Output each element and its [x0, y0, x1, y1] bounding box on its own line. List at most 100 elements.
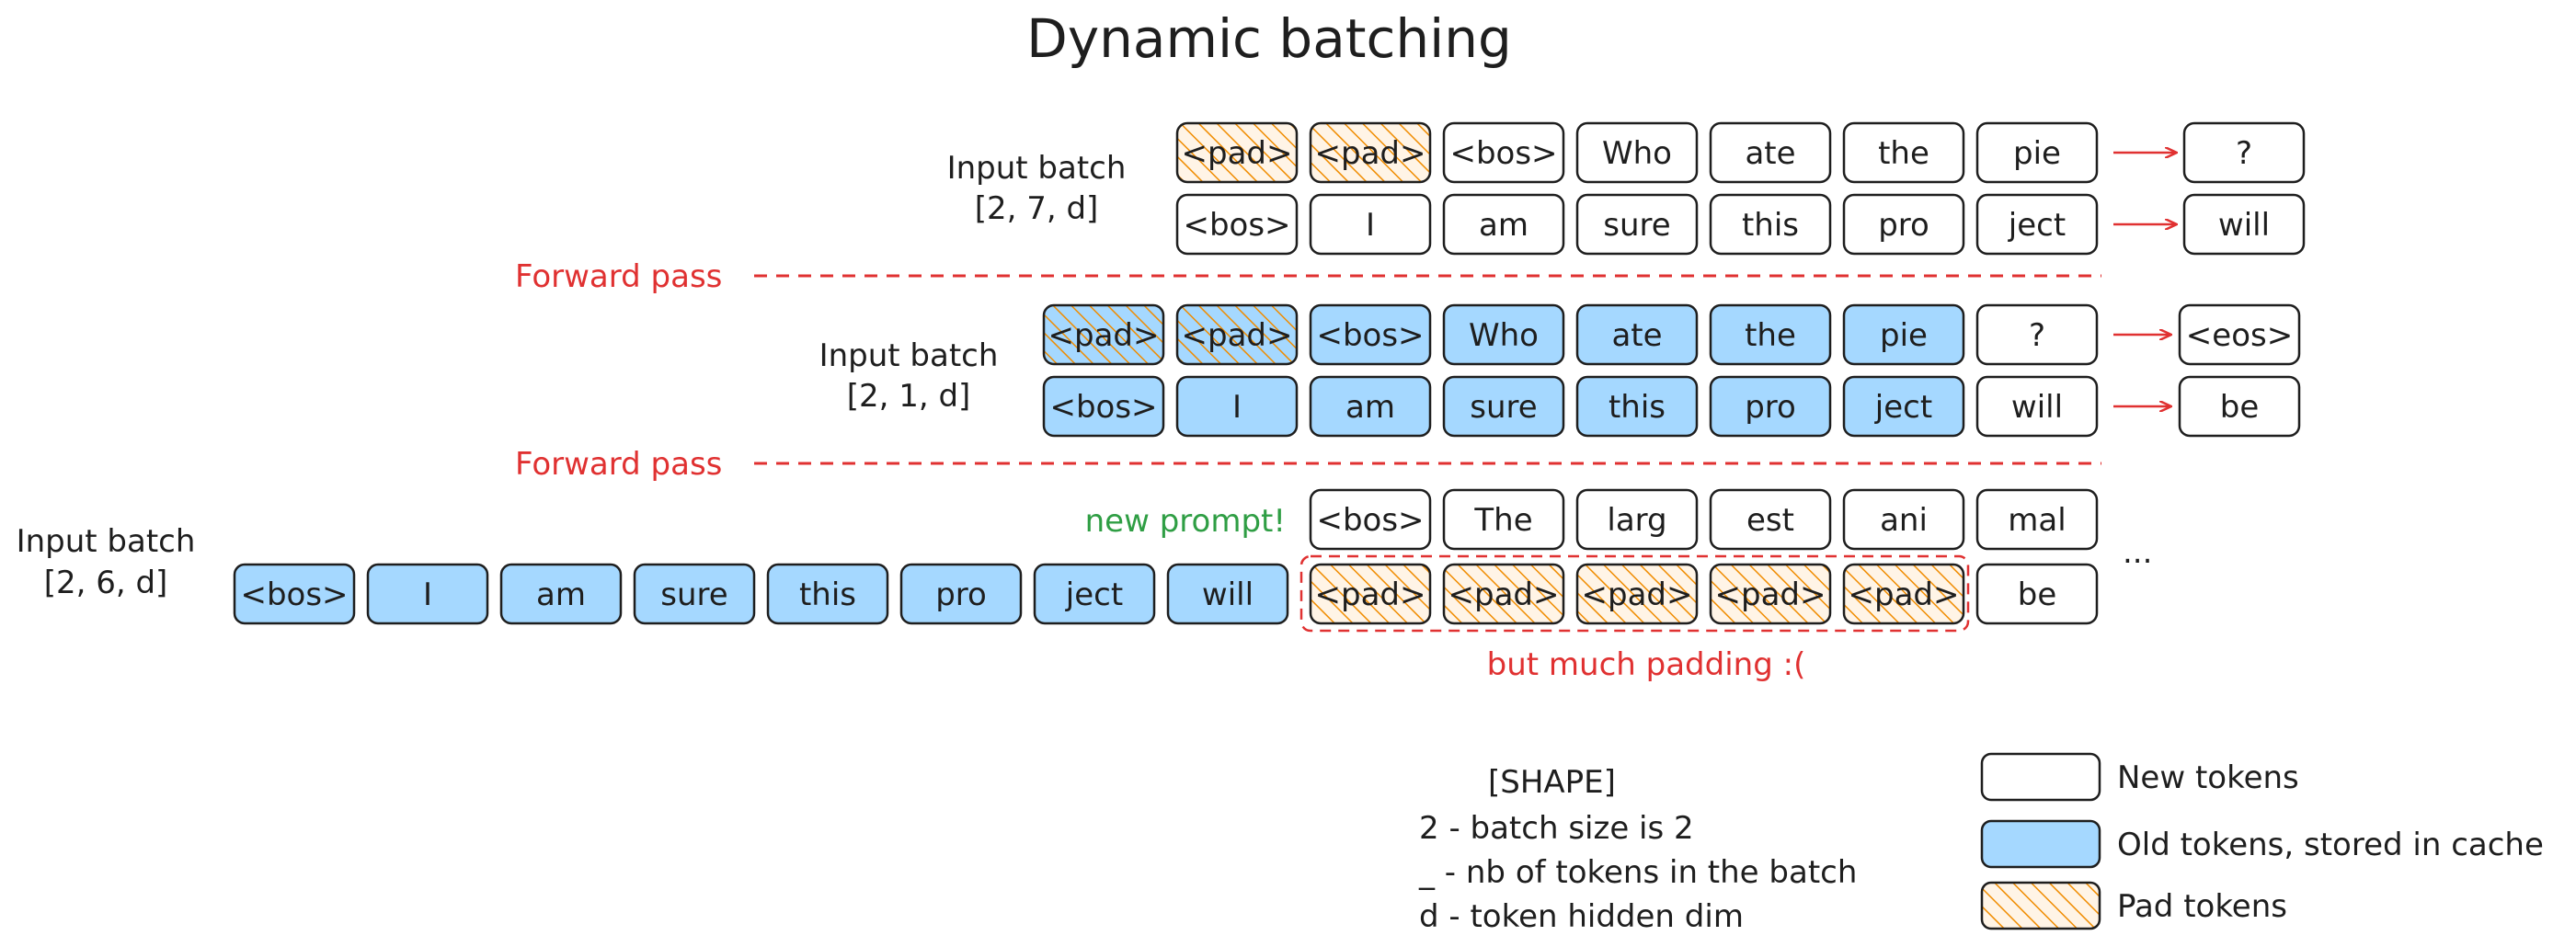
- token-box: [1442, 121, 1565, 184]
- old-token: <bos>: [1042, 375, 1165, 438]
- token-text: will: [1202, 576, 1254, 613]
- token-box: [1709, 488, 1832, 551]
- new-token: will: [1975, 375, 2099, 438]
- shape-legend-line: 2 - batch size is 2: [1419, 810, 1694, 847]
- old-token: ject: [1842, 375, 1965, 438]
- token-text: ate: [1611, 317, 1662, 354]
- old-token: am: [1309, 375, 1432, 438]
- token-box: [1442, 563, 1565, 625]
- new-token: ject: [1975, 193, 2099, 256]
- token-text: <pad>: [1715, 576, 1826, 613]
- token-box: [1975, 121, 2099, 184]
- new-token: larg: [1575, 488, 1699, 551]
- legend-item-new: New tokens: [1980, 752, 2299, 802]
- token-box: [1975, 563, 2099, 625]
- token-text: pro: [935, 576, 987, 613]
- token-box: [1709, 193, 1832, 256]
- token-text: ate: [1745, 135, 1795, 172]
- token-text: <pad>: [1048, 317, 1160, 354]
- new-token: Who: [1575, 121, 1699, 184]
- token-text: the: [1878, 135, 1929, 172]
- old-token: will: [1166, 563, 1289, 625]
- old-token: I: [366, 563, 489, 625]
- token-box: [1175, 375, 1299, 438]
- old-token: <bos>: [1309, 303, 1432, 366]
- token-box: [1575, 563, 1699, 625]
- new-token: sure: [1575, 193, 1699, 256]
- token-box: [2178, 303, 2301, 366]
- token-box: [2182, 121, 2306, 184]
- token-box: [1575, 375, 1699, 438]
- token-box: [1709, 121, 1832, 184]
- new-token: <bos>: [1175, 193, 1299, 256]
- token-box: [1975, 193, 2099, 256]
- new-token: this: [1709, 193, 1832, 256]
- svg-text:[2, 7, d]: [2, 7, d]: [975, 190, 1099, 227]
- ellipsis: ...: [2123, 534, 2152, 571]
- shape-legend-heading: [SHAPE]: [1488, 764, 1616, 801]
- legend-label: Old tokens, stored in cache: [2117, 827, 2544, 863]
- token-box: [233, 563, 356, 625]
- token-text: I: [423, 576, 432, 613]
- token-box: [366, 563, 489, 625]
- token-text: <pad>: [1315, 576, 1426, 613]
- token-text: The: [1473, 502, 1532, 539]
- token-text: sure: [660, 576, 727, 613]
- token-box: [1842, 193, 1965, 256]
- token-text: ject: [1874, 389, 1932, 426]
- token-box: [1175, 193, 1299, 256]
- old-token: pro: [899, 563, 1023, 625]
- token-text: <bos>: [1049, 389, 1157, 426]
- legend-label: New tokens: [2117, 759, 2299, 796]
- token-text: am: [536, 576, 586, 613]
- shape-legend-line: d - token hidden dim: [1419, 898, 1744, 935]
- token-text: <pad>: [1849, 576, 1960, 613]
- token-text: this: [799, 576, 856, 613]
- new-token: mal: [1975, 488, 2099, 551]
- old-token: Who: [1442, 303, 1565, 366]
- token-text: mal: [2008, 502, 2066, 539]
- token-text: be: [2018, 576, 2057, 613]
- token-text: <pad>: [1448, 576, 1560, 613]
- old-token: this: [1575, 375, 1699, 438]
- token-box: [1042, 303, 1165, 366]
- old-token: am: [499, 563, 623, 625]
- step1-input-batch-label: Input batch [2, 7, d]: [947, 150, 1127, 227]
- token-box: [1709, 563, 1832, 625]
- token-text: Who: [1602, 135, 1672, 172]
- svg-text:Input batch: Input batch: [17, 523, 196, 560]
- token-box: [899, 563, 1023, 625]
- new-token: ate: [1709, 121, 1832, 184]
- token-box: [766, 563, 889, 625]
- token-box: [1442, 303, 1565, 366]
- new-token: be: [1975, 563, 2099, 625]
- token-box: [1575, 303, 1699, 366]
- shape-legend-line: _ - nb of tokens in the batch: [1418, 854, 1857, 891]
- pad-token: <pad>: [1842, 563, 1965, 625]
- token-box: [1842, 488, 1965, 551]
- old-token: I: [1175, 375, 1299, 438]
- token-text: I: [1366, 207, 1375, 244]
- token-text: be: [2220, 389, 2260, 426]
- legend-swatch: [1980, 752, 2101, 802]
- token-box: [1042, 375, 1165, 438]
- token-text: will: [2011, 389, 2063, 426]
- token-box: [1575, 193, 1699, 256]
- token-text: ject: [2008, 207, 2066, 244]
- pad-token: <pad>: [1175, 303, 1299, 366]
- old-token: pro: [1709, 375, 1832, 438]
- token-box: [1575, 121, 1699, 184]
- new-token: pie: [1975, 121, 2099, 184]
- old-token: the: [1709, 303, 1832, 366]
- token-box: [1175, 303, 1299, 366]
- token-text: I: [1232, 389, 1242, 426]
- new-token: est: [1709, 488, 1832, 551]
- new-token: <bos>: [1309, 488, 1432, 551]
- token-box: [2178, 375, 2301, 438]
- svg-text:[2, 1, d]: [2, 1, d]: [847, 378, 971, 415]
- pad-token: <pad>: [1442, 563, 1565, 625]
- new-token: The: [1442, 488, 1565, 551]
